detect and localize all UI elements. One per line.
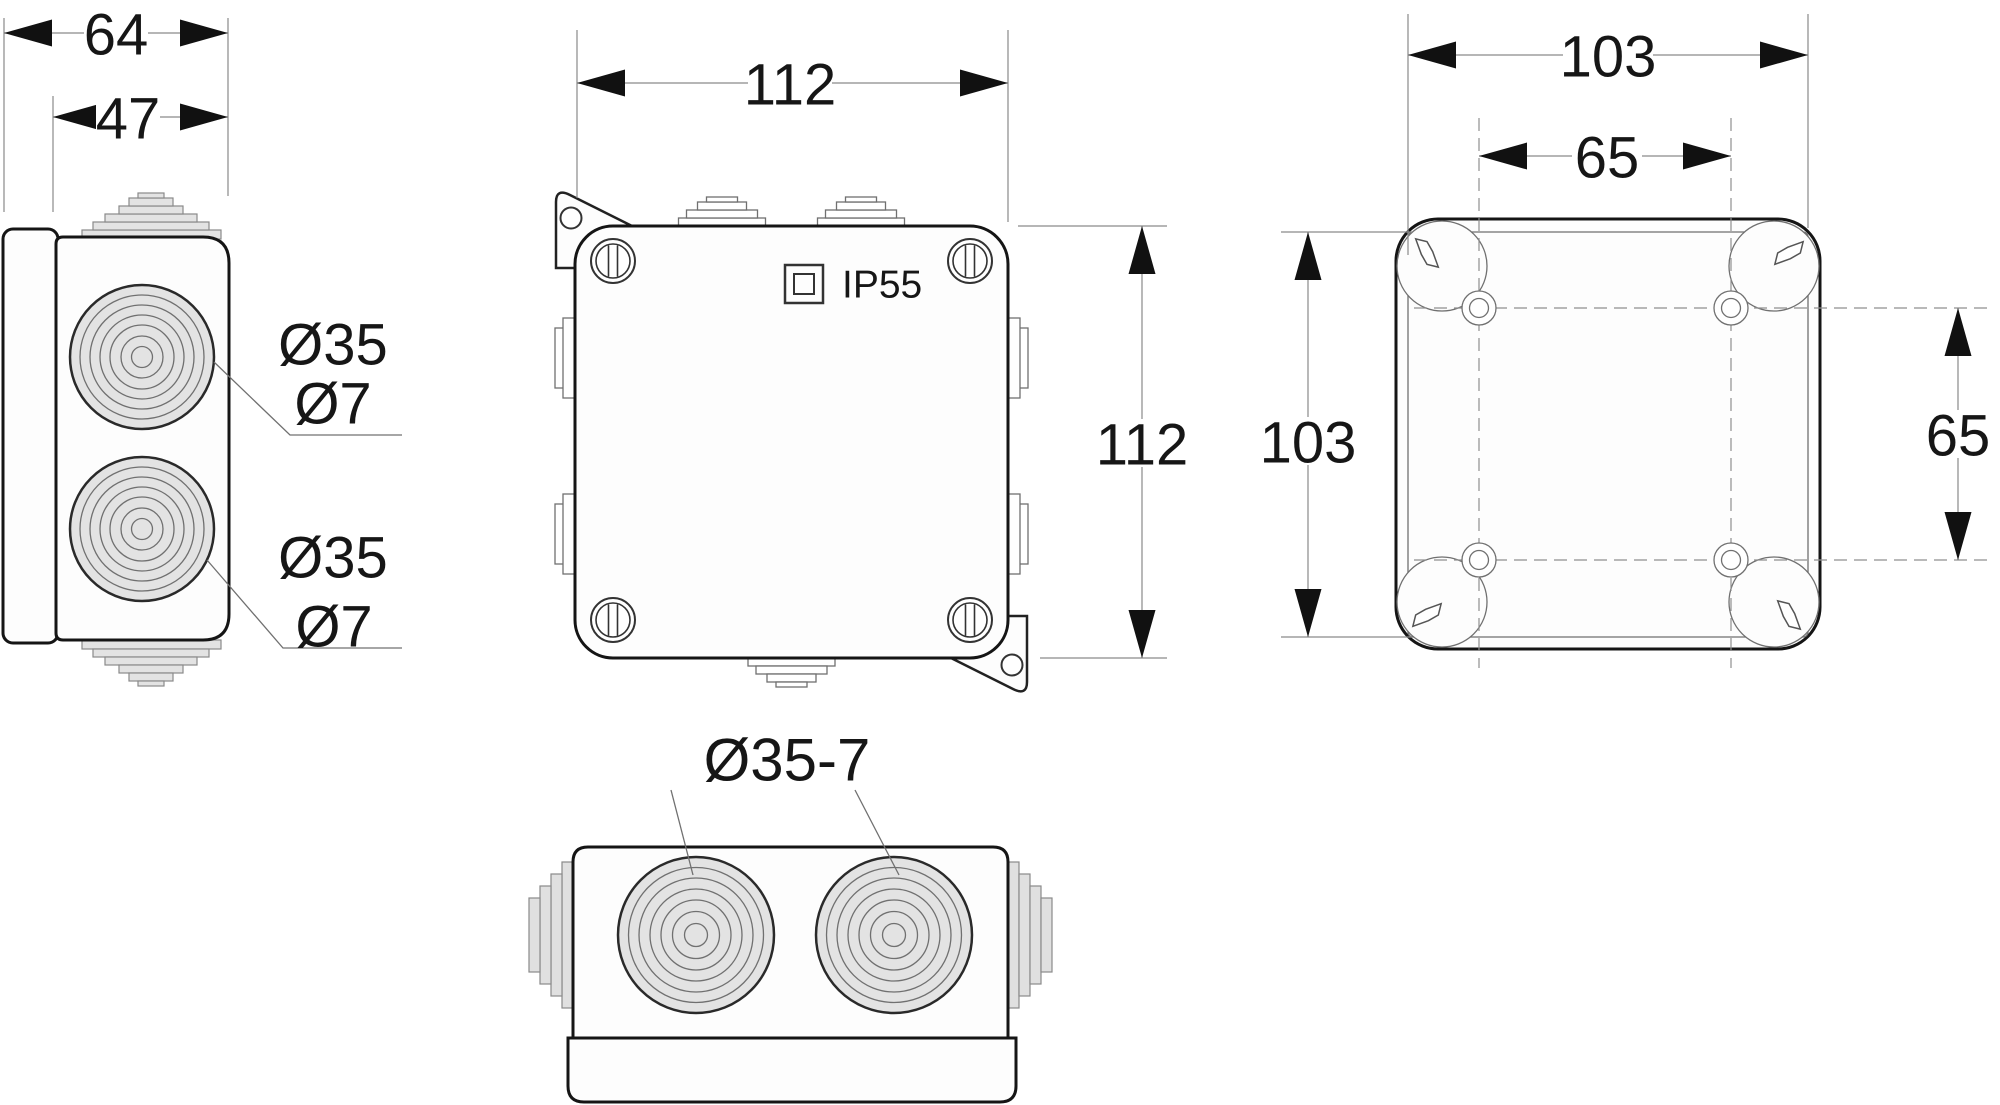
front-view: IP55 112 112 bbox=[554, 30, 1188, 693]
front-corner-screws bbox=[590, 238, 993, 643]
leader-bottom-right bbox=[854, 789, 900, 876]
screw-top-right bbox=[947, 238, 993, 284]
screw-bottom-left bbox=[590, 597, 636, 643]
label-bottom-knockouts: Ø35-7 bbox=[704, 727, 871, 794]
dim-text-64: 64 bbox=[84, 3, 149, 68]
front-bottom-grommet bbox=[747, 656, 836, 688]
bottom-view: Ø35-7 bbox=[528, 727, 1053, 1104]
bottom-knockout-right bbox=[814, 855, 974, 1015]
back-view: 103 65 103 65 bbox=[1260, 14, 1991, 668]
bottom-knockout-left bbox=[616, 855, 776, 1015]
dimension-width-112: 112 bbox=[576, 30, 1009, 222]
dim-text-hole-spacing-h-65: 65 bbox=[1575, 126, 1640, 191]
dimension-back-height-103: 103 bbox=[1260, 231, 1412, 638]
side-view: Ø35 Ø7 Ø35 Ø7 64 47 bbox=[1, 3, 402, 687]
mounting-hole bbox=[1461, 290, 1497, 326]
screw-bottom-right bbox=[947, 597, 993, 643]
label-knockout-upper-dia: Ø35 bbox=[278, 313, 388, 378]
back-corner-screw-cams bbox=[1411, 237, 1805, 631]
dimension-depth-47: 47 bbox=[52, 87, 228, 212]
dimension-hole-spacing-h-65: 65 bbox=[1479, 126, 1731, 191]
front-box-face bbox=[573, 224, 1010, 660]
back-outline bbox=[1394, 217, 1822, 651]
mounting-hole bbox=[1713, 542, 1749, 578]
side-knockout-lower bbox=[68, 455, 216, 603]
dim-text-hole-spacing-v-65: 65 bbox=[1926, 404, 1991, 469]
side-top-grommet bbox=[81, 192, 222, 240]
label-knockout-upper-pilot: Ø7 bbox=[294, 372, 371, 437]
bottom-side-grommet-right bbox=[1005, 861, 1053, 1009]
dim-text-width-112: 112 bbox=[744, 53, 836, 118]
back-centerlines bbox=[1414, 118, 1990, 668]
leader-bottom-left bbox=[670, 789, 694, 876]
dim-text-47: 47 bbox=[96, 87, 161, 152]
dimension-depth-64: 64 bbox=[3, 3, 229, 212]
screw-top-left bbox=[590, 238, 636, 284]
ip-rating-marking: IP55 bbox=[783, 263, 922, 307]
dimension-back-width-103: 103 bbox=[1407, 14, 1809, 255]
leader-knockout-lower bbox=[206, 559, 402, 649]
side-lid-profile bbox=[1, 227, 60, 645]
side-bottom-grommet bbox=[81, 639, 222, 687]
front-top-grommets bbox=[677, 196, 906, 228]
bottom-lid bbox=[566, 1036, 1018, 1104]
label-knockout-lower-pilot: Ø7 bbox=[295, 595, 372, 660]
lug-hole-top-left bbox=[559, 206, 583, 230]
dim-text-back-height-103: 103 bbox=[1260, 411, 1357, 476]
dimension-height-112: 112 bbox=[1018, 225, 1188, 659]
dim-text-height-112: 112 bbox=[1096, 413, 1188, 478]
bottom-side-grommet-left bbox=[528, 861, 576, 1009]
leader-knockout-upper bbox=[213, 361, 402, 436]
mounting-hole bbox=[1461, 542, 1497, 578]
label-knockout-lower-dia: Ø35 bbox=[278, 526, 388, 591]
class-ii-square-icon bbox=[783, 263, 825, 305]
back-mounting-holes bbox=[1461, 290, 1749, 578]
ip-rating-text: IP55 bbox=[842, 264, 922, 307]
lug-hole-bottom-right bbox=[1000, 653, 1024, 677]
side-knockout-upper bbox=[68, 283, 216, 431]
back-base-outline bbox=[1407, 231, 1809, 638]
mounting-hole bbox=[1713, 290, 1749, 326]
dimension-hole-spacing-v-65: 65 bbox=[1925, 308, 1991, 560]
dim-text-back-width-103: 103 bbox=[1560, 25, 1657, 90]
